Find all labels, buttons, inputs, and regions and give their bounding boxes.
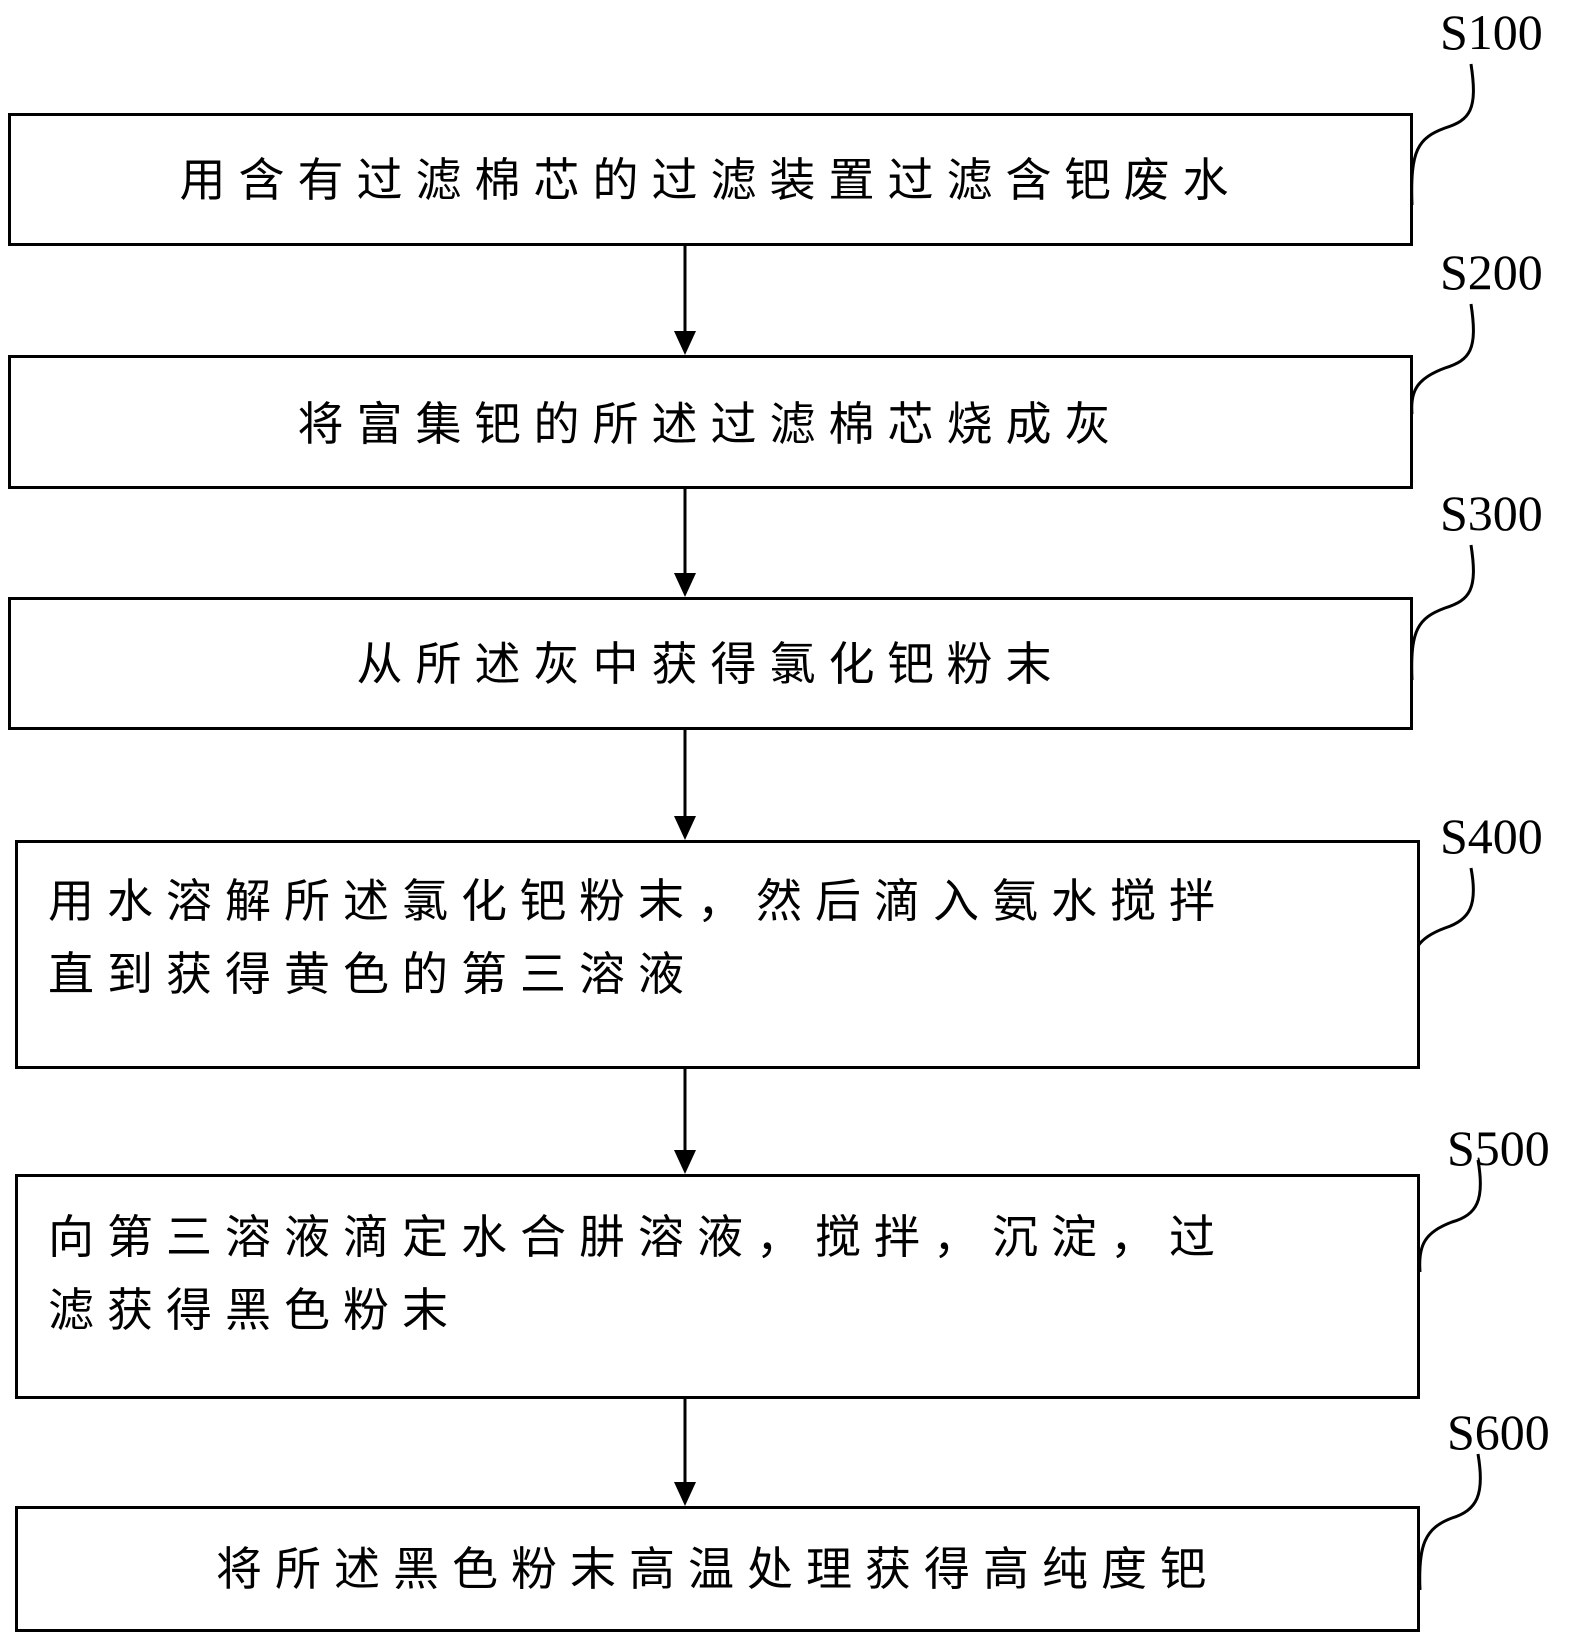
step-text-s300: 从所述灰中获得氯化钯粉末 [356,637,1065,691]
arrowhead-s300-to-s400 [674,816,696,840]
step-label-s600: S600 [1447,1404,1550,1460]
step-text-s500: 向第三溶液滴定水合肼溶液，搅拌，沉淀，过 滤获得黑色粉末 [48,1210,1228,1337]
step-label-s400: S400 [1440,808,1543,864]
leader-line-s300 [1410,544,1475,681]
leader-line-s400 [1410,867,1475,981]
arrowhead-s500-to-s600 [674,1482,696,1506]
step-box-s600: 将所述黑色粉末高温处理获得高纯度钯 [15,1506,1420,1632]
step-text-s200: 将富集钯的所述过滤棉芯烧成灰 [297,397,1124,451]
step-text-s400: 用水溶解所述氯化钯粉末，然后滴入氨水搅拌 直到获得黄色的第三溶液 [48,874,1228,1001]
leader-line-s200 [1410,303,1475,415]
step-box-s400: 用水溶解所述氯化钯粉末，然后滴入氨水搅拌 直到获得黄色的第三溶液 [15,840,1420,1069]
leader-line-s500 [1418,1159,1482,1273]
arrowhead-s100-to-s200 [674,331,696,355]
step-label-s500: S500 [1447,1120,1550,1176]
step-label-s300: S300 [1440,485,1543,541]
leader-line-s100 [1410,63,1475,206]
step-box-s500: 向第三溶液滴定水合肼溶液，搅拌，沉淀，过 滤获得黑色粉末 [15,1174,1420,1399]
leader-line-s600 [1418,1453,1482,1591]
arrowhead-s400-to-s500 [674,1150,696,1174]
step-box-s200: 将富集钯的所述过滤棉芯烧成灰 [8,355,1413,489]
arrowhead-s200-to-s300 [674,573,696,597]
step-label-s100: S100 [1440,4,1543,60]
step-box-s300: 从所述灰中获得氯化钯粉末 [8,597,1413,730]
step-text-s600: 将所述黑色粉末高温处理获得高纯度钯 [216,1542,1219,1596]
step-box-s100: 用含有过滤棉芯的过滤装置过滤含钯废水 [8,113,1413,246]
step-label-s200: S200 [1440,244,1543,300]
step-text-s100: 用含有过滤棉芯的过滤装置过滤含钯废水 [179,153,1242,207]
